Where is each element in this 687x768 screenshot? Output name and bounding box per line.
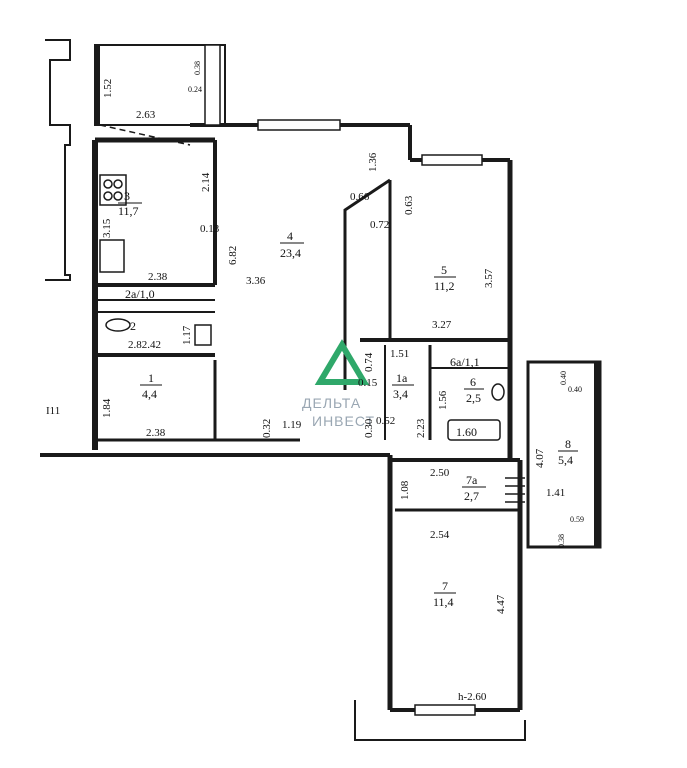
room-1a-number: 1a xyxy=(396,371,408,385)
dim-1-51: 1.51 xyxy=(390,348,409,360)
dim-0-13: 0.13 xyxy=(200,223,220,235)
room-6-area: 2,5 xyxy=(466,391,481,405)
room-1a-area: 3,4 xyxy=(393,387,408,401)
dim-2-50: 2.50 xyxy=(430,467,450,479)
window-loggia-top xyxy=(204,44,221,126)
watermark-bottom: ИНВЕСТ xyxy=(312,413,375,429)
room-labels: 3 11,7 4 23,4 5 11,2 1 4,4 1a 3,4 6 2,5 … xyxy=(118,189,578,609)
burner-icon-4 xyxy=(113,191,123,201)
dim-1-19: 1.19 xyxy=(282,419,302,431)
room-1-number: 1 xyxy=(148,371,154,385)
dim-1-36: 1.36 xyxy=(367,152,379,172)
dim-0-32: 0.32 xyxy=(261,419,273,438)
dim-0-40: 0.40 xyxy=(559,371,568,385)
dim-0-59: 0.59 xyxy=(570,515,584,524)
dim-0-63: 0.63 xyxy=(403,195,415,215)
dim-3-36: 3.36 xyxy=(246,275,266,287)
dim-3-57: 3.57 xyxy=(483,268,495,288)
bathroom-sink-icon xyxy=(491,383,505,401)
burner-icon-1 xyxy=(103,179,113,189)
room-3-area: 11,7 xyxy=(118,204,139,218)
watermark-top: ДЕЛЬТА xyxy=(302,395,361,411)
room-7a-area: 2,7 xyxy=(464,489,479,503)
dim-2-38-top: 2.38 xyxy=(148,271,168,283)
logo-icon xyxy=(314,339,370,385)
dim-1-17: 1.17 xyxy=(181,325,193,345)
dimension-labels: 1.52 2.63 0.38 0.24 2.14 1.36 0.66 0.63 … xyxy=(46,61,584,703)
wall-living-bedroom xyxy=(343,178,391,390)
washbasin-icon xyxy=(194,324,212,346)
dim-1-52: 1.52 xyxy=(102,79,114,98)
room-6a-label: 6a/1,1 xyxy=(450,355,480,369)
dim-2-23: 2.23 xyxy=(415,418,427,438)
room-2a-label: 2a/1,0 xyxy=(125,287,155,301)
dim-h-2-60: h-2.60 xyxy=(458,691,487,703)
dim-0-74: 0.74 xyxy=(363,352,375,372)
room-4-area: 23,4 xyxy=(280,246,301,260)
dim-2-38-bot: 2.38 xyxy=(146,427,166,439)
dim-4-07: 4.07 xyxy=(534,448,546,468)
room-5-number: 5 xyxy=(441,263,447,277)
dim-2-63: 2.63 xyxy=(136,109,156,121)
dim-2-54: 2.54 xyxy=(430,529,450,541)
fixtures xyxy=(95,124,525,503)
dim-1-60: 1.60 xyxy=(456,425,477,439)
dim-1-41: 1.41 xyxy=(546,487,565,499)
room-5-area: 11,2 xyxy=(434,279,455,293)
dim-0-15: 0.15 xyxy=(358,377,378,389)
dim-0-40b: 0.40 xyxy=(568,385,582,394)
dim-4-47: 4.47 xyxy=(495,594,507,614)
dim-0-38b: 0.38 xyxy=(557,534,566,548)
window-living-top xyxy=(257,119,341,131)
opening-dashed-top xyxy=(99,124,191,146)
burner-icon-3 xyxy=(103,191,113,201)
dim-3-15: 3.15 xyxy=(101,218,113,238)
room-7-number: 7 xyxy=(442,579,448,593)
dim-0-30: 0.30 xyxy=(363,418,375,438)
watermark: ДЕЛЬТА ИНВЕСТ xyxy=(302,339,375,429)
wall-7-exterior xyxy=(354,700,526,741)
wall-left-exterior xyxy=(45,39,71,281)
room-1-area: 4,4 xyxy=(142,387,157,401)
sink-icon xyxy=(99,239,125,273)
dim-3-27: 3.27 xyxy=(432,319,452,331)
dim-1-56: 1.56 xyxy=(437,390,449,410)
dim-0-52: 0.52 xyxy=(376,415,395,427)
dim-1-08: 1.08 xyxy=(399,480,411,500)
windows xyxy=(204,44,483,716)
burner-icon-2 xyxy=(113,179,123,189)
window-bedroom-top xyxy=(421,154,483,166)
dim-0-38: 0.38 xyxy=(193,61,202,75)
dim-2-82-42: 2.82.42 xyxy=(128,339,161,351)
window-room7-bottom xyxy=(414,704,476,716)
stove-icon xyxy=(99,174,127,206)
walls xyxy=(40,39,602,741)
stairs-icon xyxy=(505,477,525,503)
toilet-icon xyxy=(105,318,131,332)
dim-0-66: 0.66 xyxy=(350,191,370,203)
room-4-number: 4 xyxy=(287,229,293,243)
dim-1-84: 1.84 xyxy=(101,398,113,418)
room-8-area: 5,4 xyxy=(558,453,573,467)
dim-6-82: 6.82 xyxy=(227,246,239,265)
room-6-number: 6 xyxy=(470,375,476,389)
room-2-label: 2 xyxy=(130,319,136,333)
dim-111: I11 xyxy=(46,405,60,417)
bathtub-icon xyxy=(447,419,501,441)
room-7a-number: 7a xyxy=(466,473,478,487)
room-7-area: 11,4 xyxy=(433,595,454,609)
room-8-number: 8 xyxy=(565,437,571,451)
dim-0-72: 0.72 xyxy=(370,219,389,231)
dim-0-24: 0.24 xyxy=(188,85,202,94)
room-3-number: 3 xyxy=(124,189,130,203)
dim-2-14: 2.14 xyxy=(200,172,212,192)
